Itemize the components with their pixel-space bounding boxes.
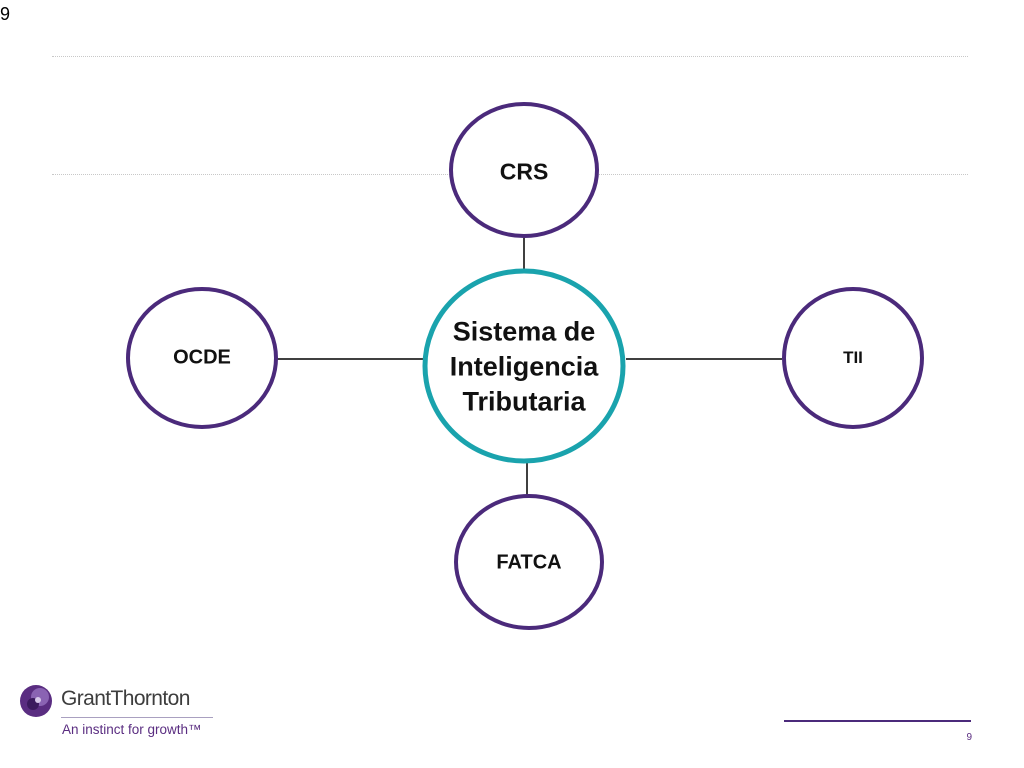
page-number: 9 <box>966 732 972 743</box>
logo-mark-icon <box>20 685 52 717</box>
node-label-crs: CRS <box>499 158 549 185</box>
guide-line-top <box>52 56 968 57</box>
slide-corner-number: 9 <box>0 4 11 24</box>
node-circle-left <box>126 287 278 429</box>
center-label-line-2: Inteligencia <box>449 351 599 382</box>
logo-name: GrantThornton <box>61 687 190 710</box>
node-label-fatca: FATCA <box>496 551 562 574</box>
center-circle <box>422 268 626 464</box>
node-circle-bottom <box>454 494 604 630</box>
grant-thornton-logo: GrantThornton An instinct for growth™ <box>18 683 218 743</box>
logo-rule <box>61 717 213 718</box>
node-label-ocde: OCDE <box>173 346 231 369</box>
logo-tagline: An instinct for growth™ <box>62 722 202 737</box>
center-label: Sistema de Inteligencia Tributaria <box>424 315 624 420</box>
node-circle-right <box>782 287 924 429</box>
footer-rule <box>784 720 971 722</box>
node-circle-top <box>449 102 599 238</box>
center-label-line-1: Sistema de <box>452 316 596 347</box>
node-label-tii: TII <box>843 348 863 367</box>
center-label-line-3: Tributaria <box>462 386 586 417</box>
